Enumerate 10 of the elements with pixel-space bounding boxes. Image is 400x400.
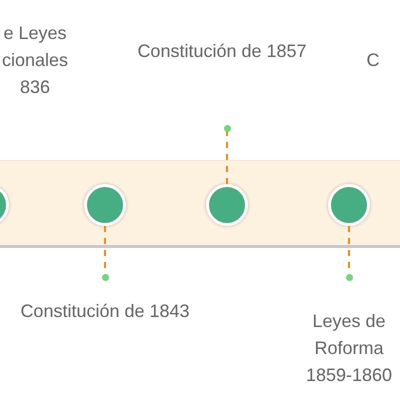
- timeline-marker: [328, 184, 370, 226]
- event-label: Constitución de 1843: [19, 300, 191, 323]
- timeline-marker: [84, 184, 126, 226]
- timeline-marker: [206, 184, 248, 226]
- leader-line: [226, 132, 228, 184]
- event-label: Constitución de 1857: [136, 40, 308, 63]
- timeline-band: [0, 160, 400, 248]
- event-label: e Leyes cionales 836: [0, 22, 70, 99]
- event-label: C: [366, 49, 380, 72]
- event-label: Leyes de Roforma 1859-1860: [304, 310, 394, 387]
